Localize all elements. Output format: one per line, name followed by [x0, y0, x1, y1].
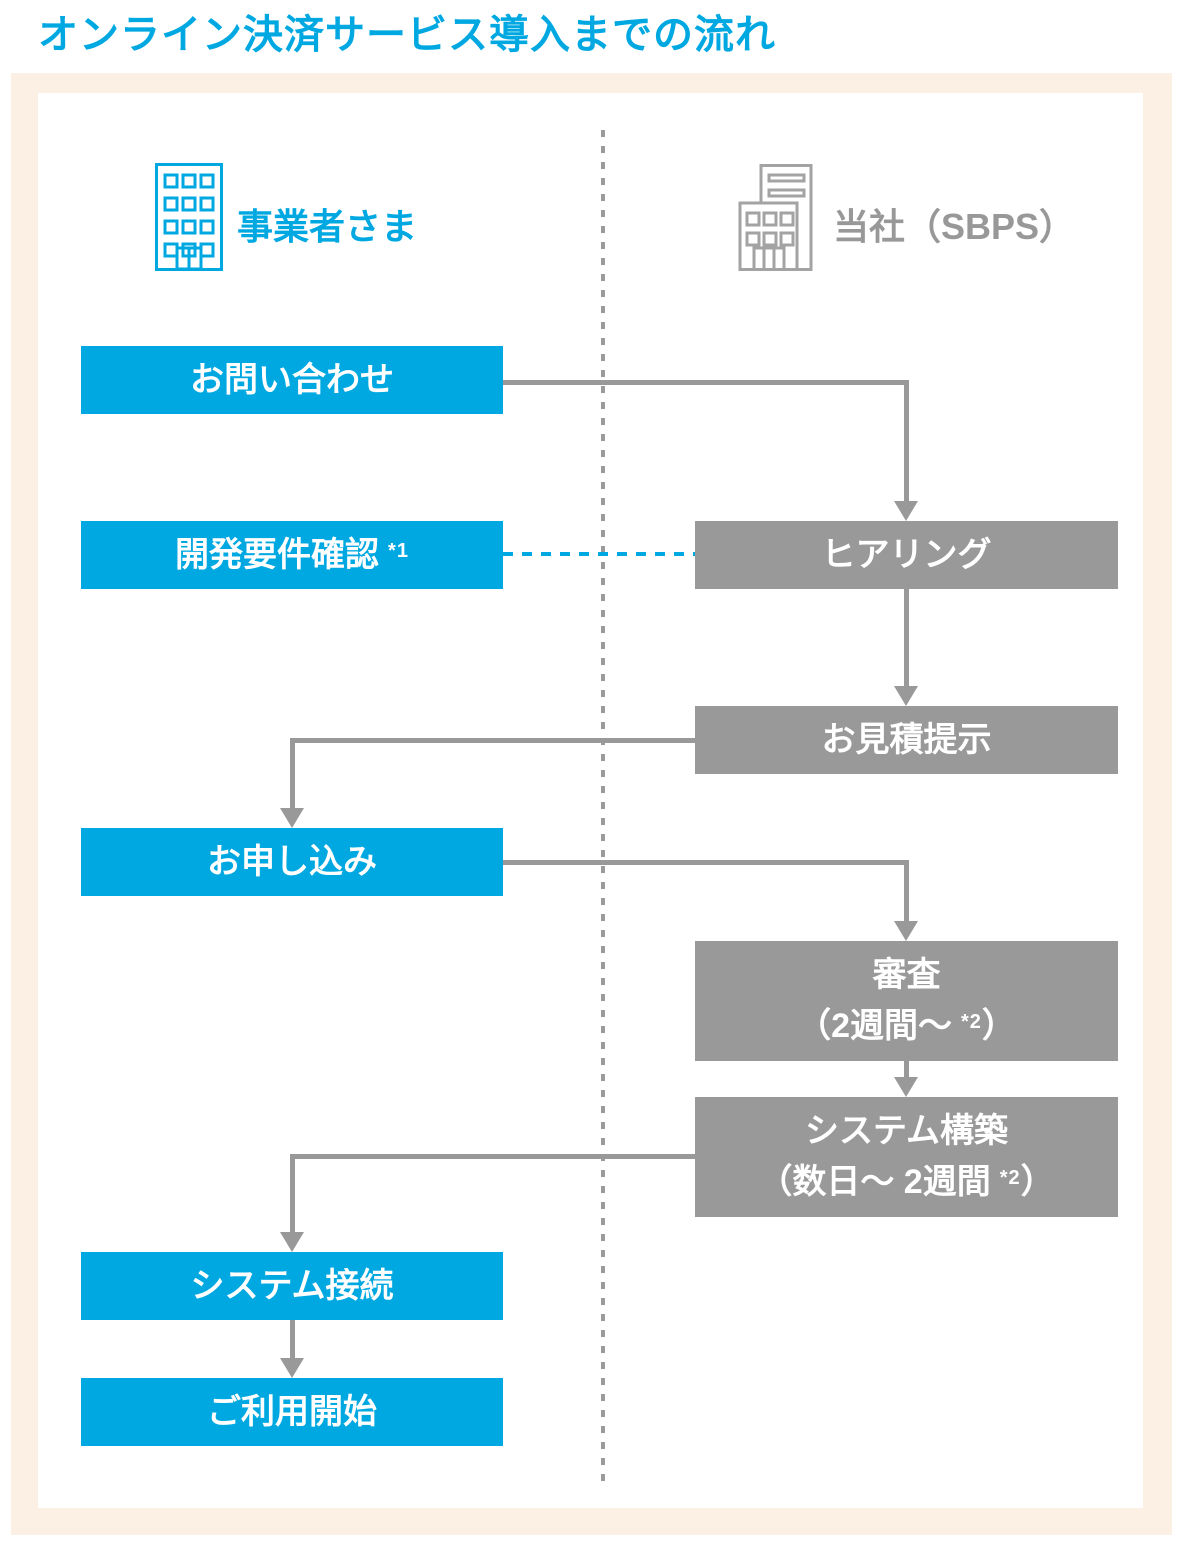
step-estimate: お見積提示 — [695, 706, 1118, 774]
company-header-label: 当社（SBPS） — [833, 206, 1076, 247]
step-hearing: ヒアリング — [695, 521, 1118, 589]
step-inquiry: お問い合わせ — [81, 346, 503, 414]
arrowhead-icon — [894, 501, 918, 521]
company-building-icon — [738, 164, 814, 276]
merchant-building-icon — [155, 163, 223, 276]
arrowhead-icon — [894, 921, 918, 941]
step-label-line2: （数日〜 2週間 — [758, 1163, 991, 1201]
arrowhead-icon — [280, 1358, 304, 1378]
step-system-connect: システム接続 — [81, 1252, 503, 1320]
step-label-line1: システム構築 — [805, 1112, 1008, 1150]
connector-devreq-to-hearing-dashed — [503, 552, 695, 556]
step-label: ご利用開始 — [207, 1392, 377, 1431]
step-label: お問い合わせ — [190, 360, 394, 399]
arrowhead-icon — [280, 808, 304, 828]
column-divider-dashed-line — [601, 130, 605, 1484]
merchant-header-label: 事業者さま — [237, 206, 418, 247]
step-service-start: ご利用開始 — [81, 1378, 503, 1446]
page-title: オンライン決済サービス導入までの流れ — [38, 13, 776, 57]
step-label: 開発要件確認 — [175, 535, 380, 574]
step-label: システム接続 — [190, 1266, 394, 1305]
step-label-line1: 審査 — [872, 956, 941, 994]
step-label: ヒアリング — [821, 535, 992, 574]
note-ref-2: *2 — [961, 1011, 982, 1033]
note-ref-2: *2 — [999, 1167, 1021, 1189]
step-label: お見積提示 — [821, 720, 992, 759]
step-label: お申し込み — [207, 842, 377, 881]
step-label-line2-close: ） — [1020, 1163, 1055, 1201]
arrowhead-icon — [894, 686, 918, 706]
note-ref-1: *1 — [388, 539, 409, 562]
step-label-line2: （2週間〜 — [797, 1007, 952, 1045]
step-review: 審査 （2週間〜 *2 ） — [695, 941, 1118, 1061]
arrowhead-icon — [280, 1232, 304, 1252]
step-application: お申し込み — [81, 828, 503, 896]
step-system-build: システム構築 （数日〜 2週間 *2 ） — [695, 1097, 1118, 1217]
step-label-line2-close: ） — [981, 1007, 1016, 1045]
arrowhead-icon — [894, 1077, 918, 1097]
step-dev-requirements: 開発要件確認 *1 — [81, 521, 503, 589]
